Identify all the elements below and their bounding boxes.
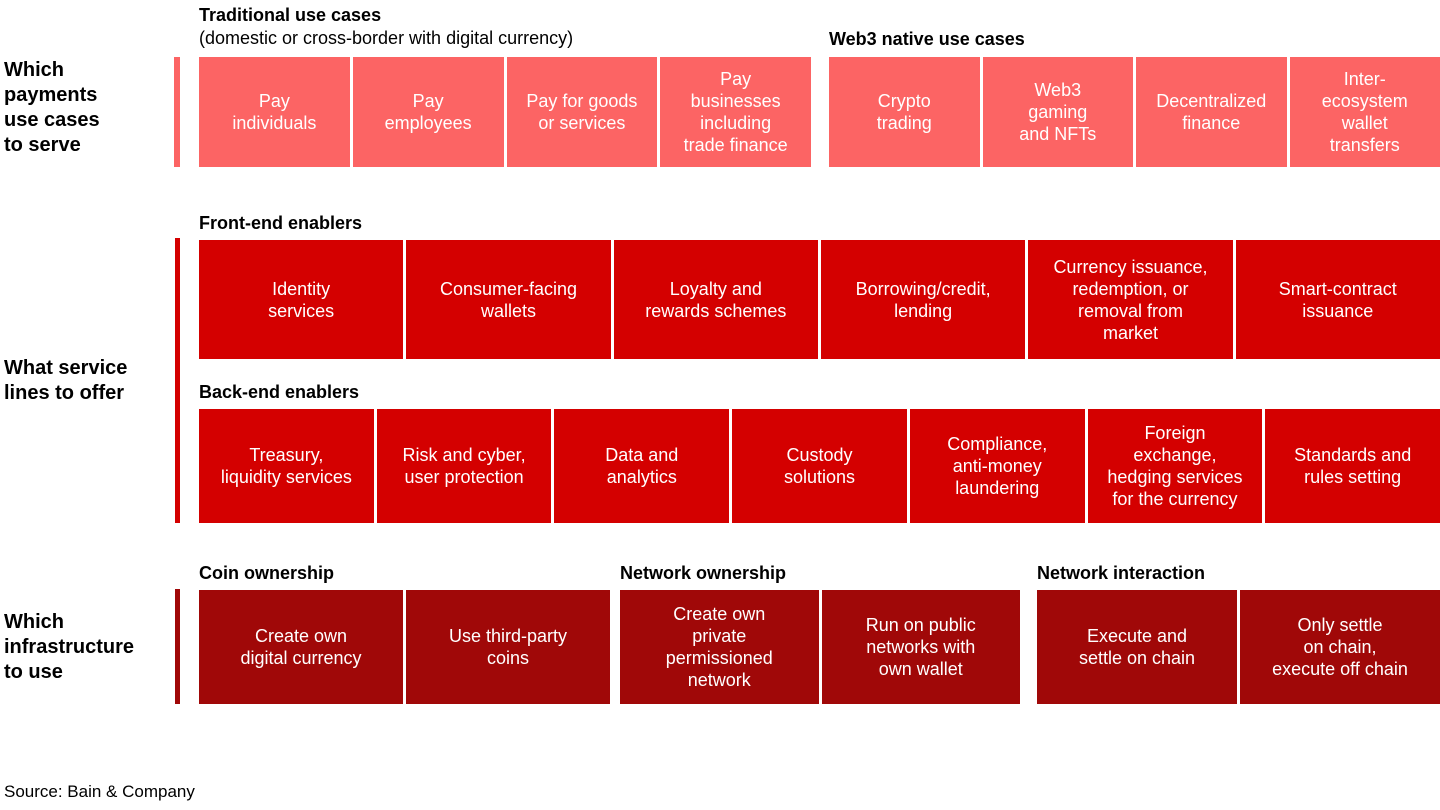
cell-borrowing-credit-lending[interactable]: Borrowing/credit, lending xyxy=(820,240,1026,359)
source-note: Source: Bain & Company xyxy=(4,782,195,801)
row-accent-bar-payments xyxy=(174,57,180,167)
cell-treasury-liquidity-services[interactable]: Treasury, liquidity services xyxy=(199,409,374,523)
cell-pay-individuals[interactable]: Pay individuals xyxy=(199,57,350,167)
band-network-ownership: Create own private permissioned network … xyxy=(620,590,1020,704)
cell-standards-and-rules-setting[interactable]: Standards and rules setting xyxy=(1265,409,1440,523)
band-network-interaction: Execute and settle on chain Only settle … xyxy=(1037,590,1440,704)
cell-data-and-analytics[interactable]: Data and analytics xyxy=(554,409,730,523)
cell-pay-employees[interactable]: Pay employees xyxy=(352,57,504,167)
band-front-end-enablers: Identity services Consumer-facing wallet… xyxy=(199,240,1440,359)
cell-pay-for-goods-or-services[interactable]: Pay for goods or services xyxy=(506,57,658,167)
cell-execute-and-settle-on-chain[interactable]: Execute and settle on chain xyxy=(1037,590,1237,704)
cell-pay-businesses-trade-finance[interactable]: Pay businesses including trade finance xyxy=(660,57,811,167)
cell-loyalty-and-rewards-schemes[interactable]: Loyalty and rewards schemes xyxy=(613,240,818,359)
row-label-payments-use-cases: Which payments use cases to serve xyxy=(4,59,100,156)
group-title-network-ownership: Network ownership xyxy=(620,563,787,583)
cell-compliance-anti-money-laundering[interactable]: Compliance, anti-money laundering xyxy=(909,409,1085,523)
row-accent-bar-infrastructure xyxy=(175,589,180,704)
cell-decentralized-finance[interactable]: Decentralized finance xyxy=(1136,57,1287,167)
cell-custody-solutions[interactable]: Custody solutions xyxy=(732,409,907,523)
group-title-front-end-enablers: Front-end enablers xyxy=(199,213,363,233)
cell-use-third-party-coins[interactable]: Use third-party coins xyxy=(406,590,610,704)
band-web3-native-use-cases: Crypto trading Web3 gaming and NFTs Dece… xyxy=(829,57,1440,167)
cell-currency-issuance-redemption-removal[interactable]: Currency issuance, redemption, or remova… xyxy=(1028,240,1233,359)
cell-consumer-facing-wallets[interactable]: Consumer-facing wallets xyxy=(406,240,611,359)
cell-run-on-public-networks-with-own-wallet[interactable]: Run on public networks with own wallet xyxy=(821,590,1020,704)
cell-create-own-private-permissioned-network[interactable]: Create own private permissioned network xyxy=(620,590,819,704)
cell-foreign-exchange-hedging-services[interactable]: Foreign exchange, hedging services for t… xyxy=(1087,409,1263,523)
row-accent-bar-service-lines xyxy=(175,238,180,523)
cell-risk-and-cyber-user-protection[interactable]: Risk and cyber, user protection xyxy=(376,409,552,523)
cell-crypto-trading[interactable]: Crypto trading xyxy=(829,57,980,167)
row-label-service-lines: What service lines to offer xyxy=(4,357,128,404)
band-back-end-enablers: Treasury, liquidity services Risk and cy… xyxy=(199,409,1440,523)
cell-identity-services[interactable]: Identity services xyxy=(199,240,404,359)
cell-only-settle-on-chain-execute-off-chain[interactable]: Only settle on chain, execute off chain xyxy=(1240,590,1440,704)
group-title-web3-native-use-cases: Web3 native use cases xyxy=(829,29,1025,49)
cell-smart-contract-issuance[interactable]: Smart-contract issuance xyxy=(1235,240,1440,359)
cell-create-own-digital-currency[interactable]: Create own digital currency xyxy=(199,590,403,704)
group-title-coin-ownership: Coin ownership xyxy=(199,563,334,583)
group-subtitle-traditional-use-cases: (domestic or cross-border with digital c… xyxy=(199,28,574,48)
group-title-back-end-enablers: Back-end enablers xyxy=(199,382,360,402)
cell-inter-ecosystem-wallet-transfers[interactable]: Inter- ecosystem wallet transfers xyxy=(1289,57,1440,167)
band-coin-ownership: Create own digital currency Use third-pa… xyxy=(199,590,610,704)
row-label-infrastructure: Which infrastructure to use xyxy=(4,611,135,683)
group-title-network-interaction: Network interaction xyxy=(1037,563,1206,583)
cell-web3-gaming-and-nfts[interactable]: Web3 gaming and NFTs xyxy=(982,57,1133,167)
group-title-traditional-use-cases: Traditional use cases xyxy=(199,5,382,25)
band-traditional-use-cases: Pay individuals Pay employees Pay for go… xyxy=(199,57,811,167)
